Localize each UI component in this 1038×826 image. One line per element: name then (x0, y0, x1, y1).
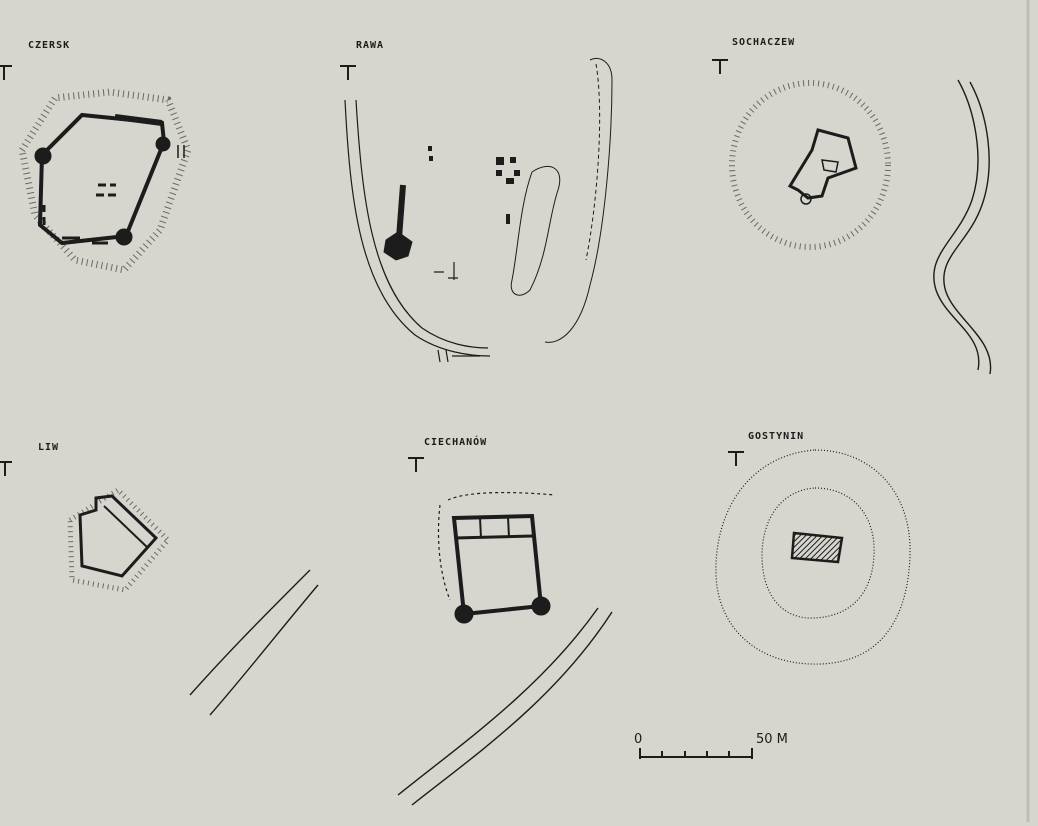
liw-moat-hatching (67, 486, 172, 593)
czersk-east-tower (155, 136, 171, 152)
ciechanow-southeast-tower (531, 596, 551, 616)
czersk-inner-buildings (42, 183, 116, 245)
ciechanow-range-partition-2 (507, 516, 510, 538)
ciechanow-north-range (454, 534, 534, 540)
rawa-river-bank (544, 57, 613, 343)
sochaczew-north-marker (712, 59, 728, 74)
gostynin-outer-contour (715, 449, 911, 665)
gostynin-plan (715, 449, 911, 665)
rawa-north-marker (340, 65, 356, 80)
czersk-outer-marks (177, 145, 185, 158)
czersk-label: CZERSK (28, 40, 71, 51)
sochaczew-plan (712, 59, 992, 375)
gostynin-castle-ruin (790, 531, 844, 564)
ciechanow-range-partition-1 (479, 517, 482, 539)
ciechanow-north-marker (408, 457, 424, 472)
ciechanow-outer-earthwork-top (447, 491, 556, 501)
rawa-tower (383, 231, 413, 261)
czersk-north-wall (114, 114, 163, 126)
gostynin-north-marker (728, 451, 744, 466)
liw-north-marker (0, 461, 12, 476)
rawa-moat-outer (344, 99, 491, 357)
ciechanow-label: CIECHANÓW (424, 437, 488, 448)
czersk-curtain-wall (37, 112, 167, 246)
liw-plan (0, 461, 172, 593)
rawa-label: RAWA (356, 40, 385, 51)
sochaczew-inner-room (821, 159, 839, 173)
rawa-plan (340, 57, 613, 363)
ciechanow-river-bank-east (411, 611, 613, 806)
sochaczew-label: SOCHACZEW (732, 37, 796, 48)
scale-end-label: 50 M (756, 732, 788, 747)
liw-label: LIW (38, 442, 60, 453)
liw-castle-walls (78, 494, 159, 578)
gostynin-label: GOSTYNIN (748, 431, 805, 442)
sochaczew-castle-ruin (787, 128, 858, 200)
czersk-south-tower (115, 228, 133, 246)
sochaczew-river-bank-east (943, 81, 992, 375)
gostynin-inner-contour (761, 487, 875, 619)
ciechanow-river-bank-west (397, 607, 599, 796)
czersk-plan (0, 65, 192, 274)
ciechanow-southwest-tower (454, 604, 474, 624)
rawa-bridge (437, 349, 480, 363)
scale-start-label: 0 (634, 732, 643, 747)
rawa-river-channel (585, 63, 601, 261)
czersk-north-marker (0, 65, 12, 80)
sochaczew-river-bank-west (933, 79, 980, 371)
sochaczew-tower-base (800, 193, 812, 205)
rawa-moat-inner (355, 99, 489, 349)
rawa-wall-section (396, 184, 406, 239)
czersk-west-tower (34, 147, 52, 165)
scale-bar (639, 748, 753, 759)
rawa-building-fragments (428, 146, 520, 224)
ciechanow-plan (397, 457, 613, 806)
stream-left (189, 569, 319, 716)
rawa-island-outline (510, 166, 561, 296)
rawa-gate-remains (434, 262, 458, 280)
liw-inner-wall (103, 505, 149, 549)
sochaczew-mound-hatching (729, 80, 891, 250)
